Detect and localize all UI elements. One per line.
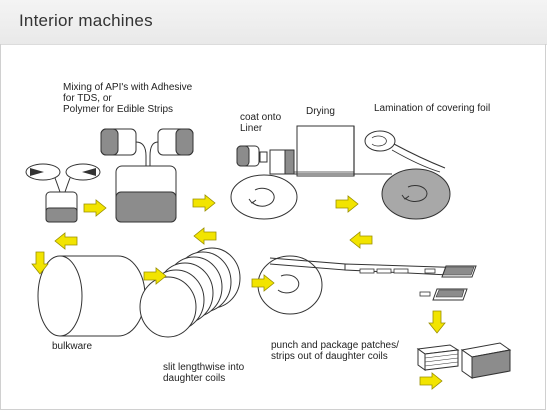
label-mixing-line2: for TDS, or: [63, 93, 112, 104]
arrow-lamination-back: [349, 231, 373, 249]
dryer-unit: [294, 125, 392, 177]
label-bulkware: bulkware: [52, 341, 93, 352]
label-slit-line2: daughter coils: [163, 373, 226, 384]
label-punch-line2: strips out of daughter coils: [271, 351, 388, 362]
label-mixing-line1: Mixing of API's with Adhesive: [63, 82, 193, 93]
label-coat-line2: Liner: [240, 123, 263, 134]
slide-frame: [0, 44, 546, 410]
label-punch-line1: punch and package patches/: [271, 340, 399, 351]
daughter-coils: [139, 247, 241, 338]
label-lamination: Lamination of covering foil: [374, 103, 491, 114]
lamination-unit: [364, 130, 451, 220]
arrow-mixer-small-to-large: [83, 199, 107, 217]
large-mixer: [100, 128, 194, 223]
small-mixer: [25, 163, 101, 223]
arrow-coating-back: [193, 227, 217, 245]
label-drying: Drying: [306, 106, 335, 117]
label-slit-line1: slit lengthwise into: [163, 362, 245, 373]
arrow-down-to-package: [428, 310, 446, 334]
label-coat-line1: coat onto: [240, 112, 282, 123]
punch-feed: [257, 255, 477, 315]
coating-unit: [230, 145, 298, 220]
arrow-dryer-to-lamination: [335, 195, 359, 213]
bulkware-roll: [37, 255, 146, 337]
package-unit: [416, 288, 512, 379]
arrow-package-output: [419, 372, 443, 390]
label-mixing-line3: Polymer for Edible Strips: [63, 104, 174, 115]
arrow-mixer-to-coating: [192, 194, 216, 212]
page-title: Interior machines: [19, 11, 153, 30]
header-bar: Interior machines: [0, 0, 547, 45]
arrow-left-back: [54, 232, 78, 250]
